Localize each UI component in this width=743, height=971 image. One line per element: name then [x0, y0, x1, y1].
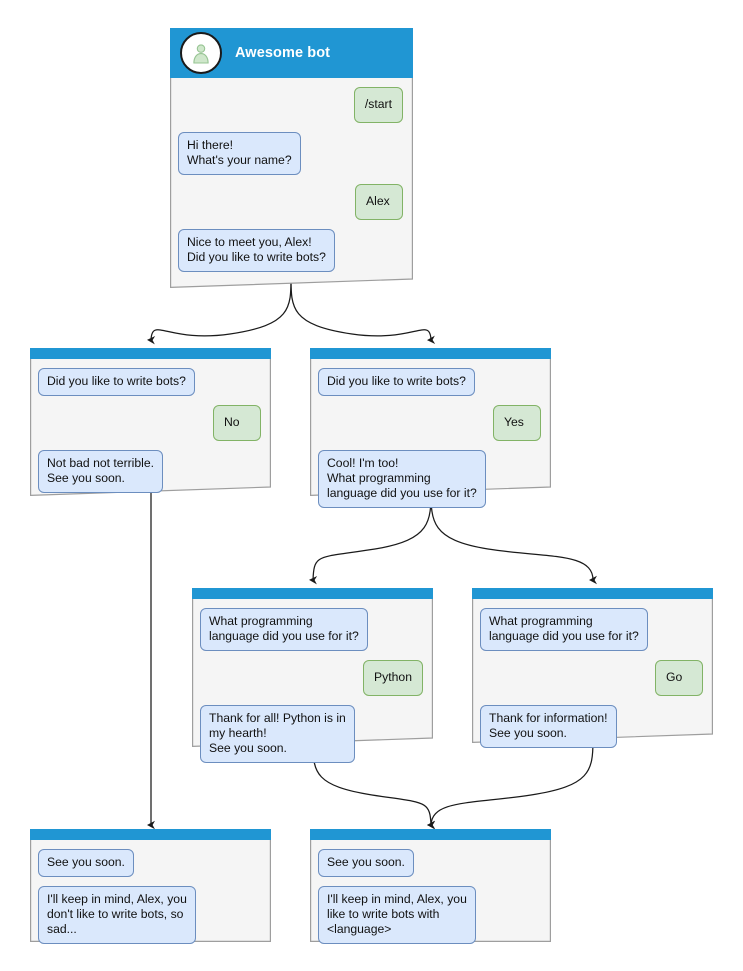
card-header-bar	[310, 348, 551, 359]
person-avatar-icon	[180, 32, 222, 74]
card-header-bar	[192, 588, 433, 599]
chat-card-answer-python[interactable]: What programming language did you use fo…	[192, 588, 433, 763]
message-row: Alex	[178, 184, 405, 220]
bot-message-bubble[interactable]: What programming language did you use fo…	[480, 608, 648, 651]
message-list-end-yes: See you soon. I'll keep in mind, Alex, y…	[310, 840, 551, 954]
bot-message-bubble[interactable]: Thank for information! See you soon.	[480, 705, 617, 748]
message-row: Did you like to write bots?	[38, 368, 263, 396]
message-row: Python	[200, 660, 425, 696]
bot-message-bubble[interactable]: I'll keep in mind, Alex, you like to wri…	[318, 886, 476, 944]
message-list-answer-python: What programming language did you use fo…	[192, 599, 433, 773]
chat-card-answer-no[interactable]: Did you like to write bots? No Not bad n…	[30, 348, 271, 496]
user-message-bubble[interactable]: Go	[655, 660, 703, 696]
message-row: Thank for all! Python is in my hearth! S…	[200, 705, 425, 763]
message-row: Cool! I'm too! What programming language…	[318, 450, 543, 508]
card-header-start: Awesome bot	[170, 28, 413, 78]
message-row: Did you like to write bots?	[318, 368, 543, 396]
user-message-bubble[interactable]: Alex	[355, 184, 403, 220]
bot-message-bubble[interactable]: Thank for all! Python is in my hearth! S…	[200, 705, 355, 763]
message-row: What programming language did you use fo…	[200, 608, 425, 651]
message-row: Thank for information! See you soon.	[480, 705, 705, 748]
user-message-bubble[interactable]: Yes	[493, 405, 541, 441]
chat-card-answer-go[interactable]: What programming language did you use fo…	[472, 588, 713, 748]
message-row: Nice to meet you, Alex! Did you like to …	[178, 229, 405, 272]
bot-title: Awesome bot	[235, 45, 331, 61]
message-row: I'll keep in mind, Alex, you like to wri…	[318, 886, 543, 944]
bot-message-bubble[interactable]: Cool! I'm too! What programming language…	[318, 450, 486, 508]
bot-message-bubble[interactable]: Not bad not terrible. See you soon.	[38, 450, 164, 493]
bot-message-bubble[interactable]: See you soon.	[38, 849, 134, 877]
chat-card-end-no[interactable]: See you soon. I'll keep in mind, Alex, y…	[30, 829, 271, 944]
bot-message-bubble[interactable]: Did you like to write bots?	[38, 368, 195, 396]
bot-message-bubble[interactable]: I'll keep in mind, Alex, you don't like …	[38, 886, 196, 944]
bot-message-bubble[interactable]: See you soon.	[318, 849, 414, 877]
chat-card-start[interactable]: Awesome bot /start Hi there! What's your…	[170, 28, 413, 288]
bot-message-bubble[interactable]: What programming language did you use fo…	[200, 608, 368, 651]
bot-message-bubble[interactable]: Did you like to write bots?	[318, 368, 475, 396]
message-row: See you soon.	[318, 849, 543, 877]
card-header-bar	[30, 829, 271, 840]
chat-card-end-yes[interactable]: See you soon. I'll keep in mind, Alex, y…	[310, 829, 551, 944]
user-message-bubble[interactable]: Python	[363, 660, 423, 696]
message-row: No	[38, 405, 263, 441]
message-list-answer-yes: Did you like to write bots? Yes Cool! I'…	[310, 359, 551, 518]
user-message-bubble[interactable]: No	[213, 405, 261, 441]
chat-card-answer-yes[interactable]: Did you like to write bots? Yes Cool! I'…	[310, 348, 551, 508]
message-row: Go	[480, 660, 705, 696]
card-header-bar	[472, 588, 713, 599]
message-list-end-no: See you soon. I'll keep in mind, Alex, y…	[30, 840, 271, 954]
card-header-bar	[310, 829, 551, 840]
message-list-start: /start Hi there! What's your name? Alex …	[170, 78, 413, 282]
bot-message-bubble[interactable]: Hi there! What's your name?	[178, 132, 301, 175]
message-row: Yes	[318, 405, 543, 441]
message-row: Hi there! What's your name?	[178, 132, 405, 175]
bot-message-bubble[interactable]: Nice to meet you, Alex! Did you like to …	[178, 229, 335, 272]
message-list-answer-go: What programming language did you use fo…	[472, 599, 713, 758]
user-message-bubble[interactable]: /start	[353, 87, 403, 123]
card-header-bar	[30, 348, 271, 359]
message-row: Not bad not terrible. See you soon.	[38, 450, 263, 493]
message-row: /start	[178, 87, 405, 123]
message-row: What programming language did you use fo…	[480, 608, 705, 651]
message-list-answer-no: Did you like to write bots? No Not bad n…	[30, 359, 271, 503]
message-row: See you soon.	[38, 849, 263, 877]
message-row: I'll keep in mind, Alex, you don't like …	[38, 886, 263, 944]
